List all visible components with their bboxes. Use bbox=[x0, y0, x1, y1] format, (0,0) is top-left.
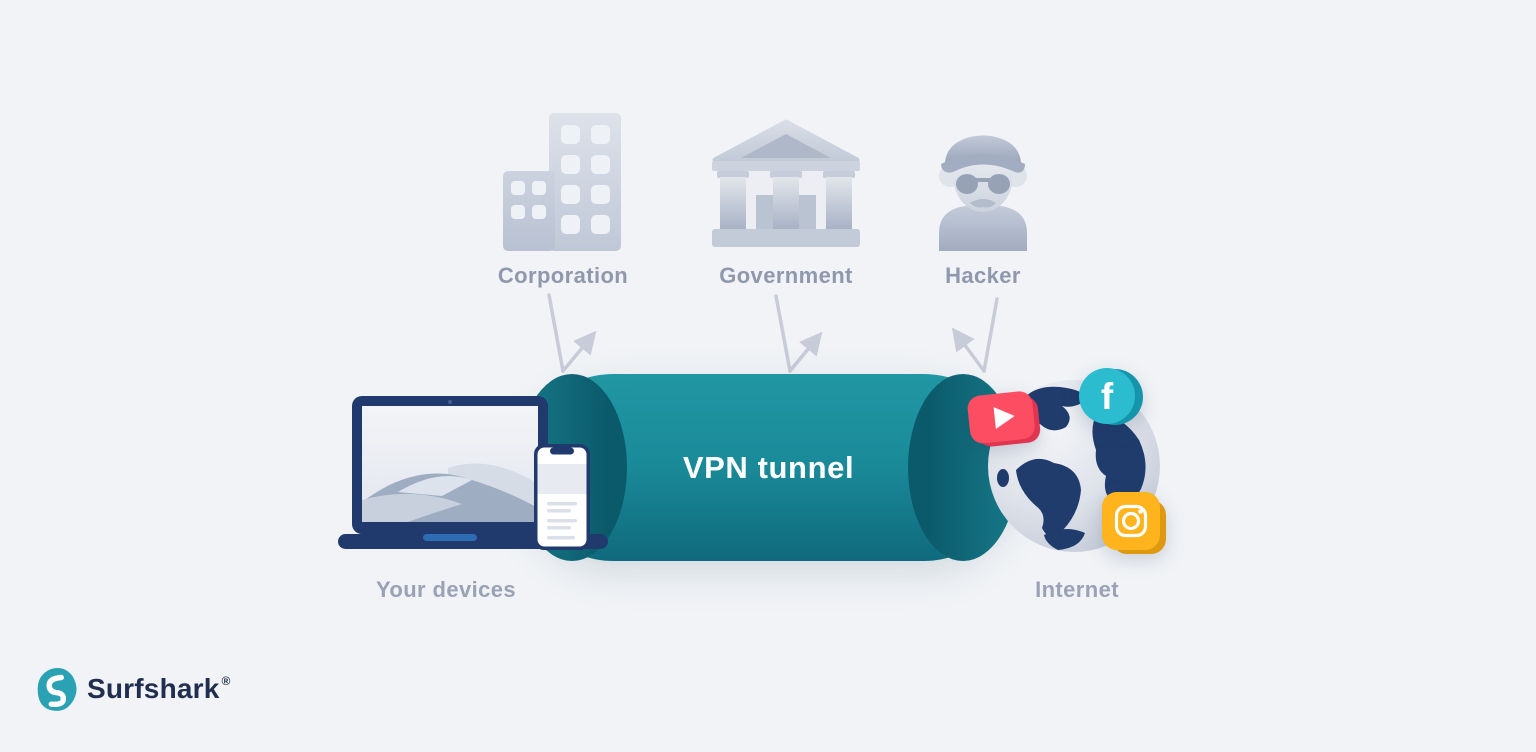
corporation-label: Corporation bbox=[497, 263, 629, 288]
government-building-icon bbox=[712, 119, 860, 247]
hacker-label: Hacker bbox=[945, 263, 1021, 288]
office-building-icon bbox=[503, 113, 621, 251]
surfshark-logo-icon bbox=[37, 668, 77, 711]
smartphone-icon bbox=[534, 444, 590, 550]
vpn-tunnel-title: VPN tunnel bbox=[682, 449, 855, 485]
instagram-icon bbox=[1102, 492, 1166, 554]
registered-trademark-symbol: ® bbox=[221, 674, 231, 688]
svg-text:f: f bbox=[1101, 376, 1114, 417]
facebook-icon: f bbox=[1079, 368, 1143, 425]
surfshark-logo: Surfshark ® bbox=[34, 666, 230, 712]
surfshark-wordmark: Surfshark bbox=[87, 673, 220, 704]
laptop-icon bbox=[338, 396, 608, 549]
internet-label: Internet bbox=[1035, 577, 1119, 602]
your-devices-label: Your devices bbox=[375, 577, 517, 602]
youtube-icon bbox=[967, 391, 1041, 447]
government-label: Government bbox=[719, 263, 853, 288]
hacker-icon bbox=[939, 135, 1027, 251]
